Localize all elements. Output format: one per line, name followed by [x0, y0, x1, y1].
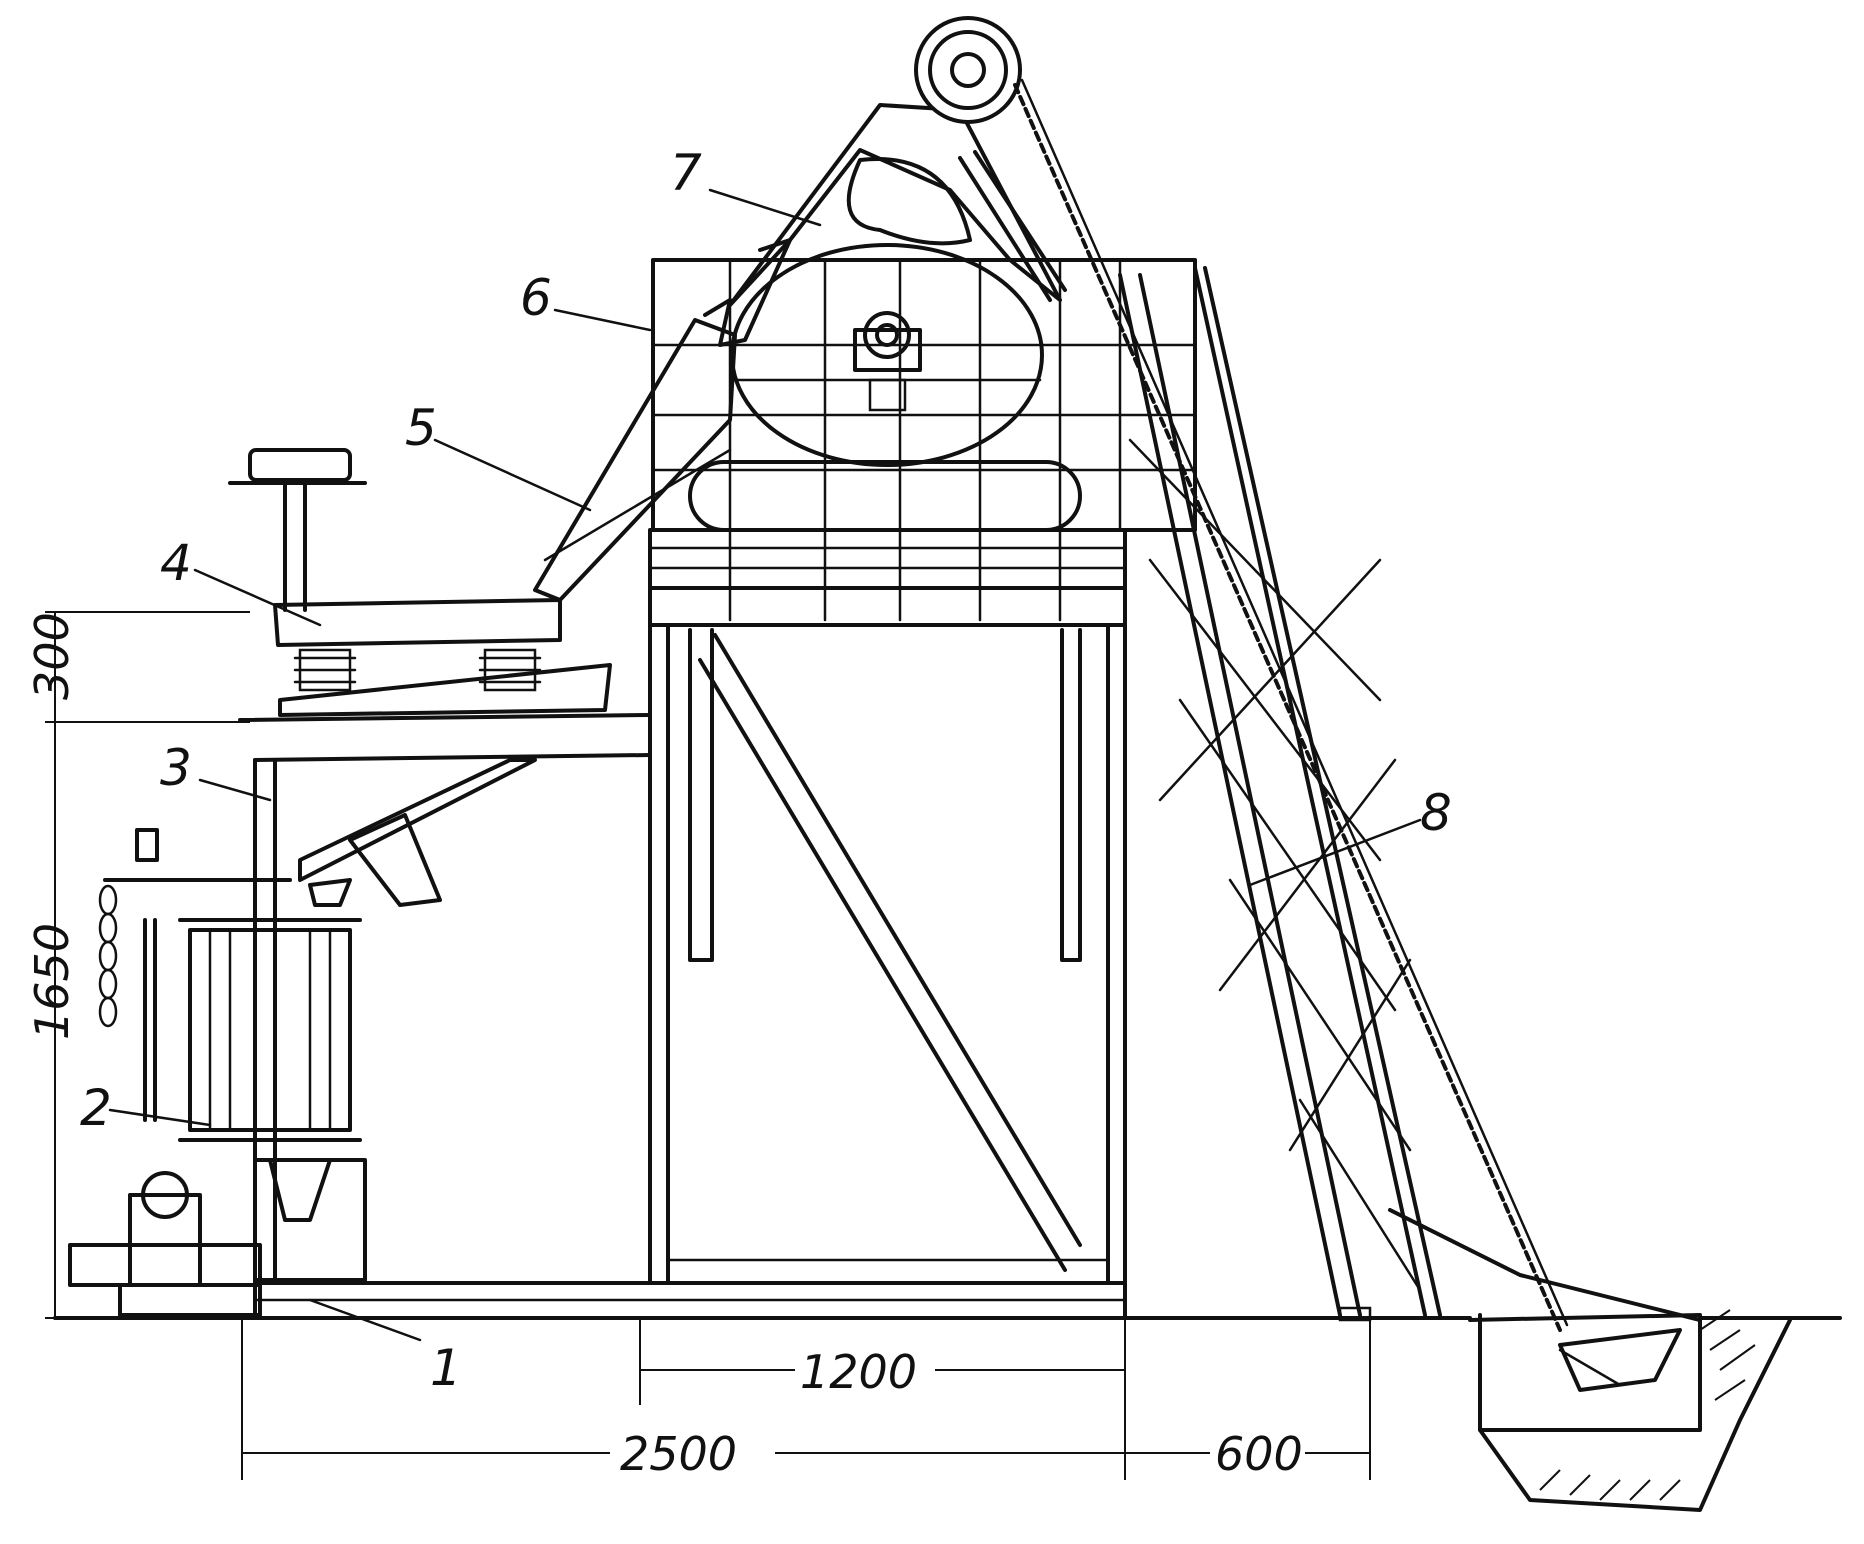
excavation-pit — [1388, 1208, 1792, 1512]
pulley-frame — [703, 16, 1067, 347]
vibrating-screen — [228, 448, 612, 717]
label-2: 2 — [80, 1079, 112, 1137]
label-1: 1 — [430, 1339, 462, 1397]
drum-housing — [651, 258, 1197, 622]
hopper-frame — [238, 713, 652, 1285]
dim-2500-label: 2500 — [620, 1427, 737, 1481]
label-8: 8 — [1420, 784, 1452, 842]
leader-lines — [108, 188, 1422, 1342]
dim-1650-label: 1650 — [25, 923, 79, 1040]
dim-1200-label: 1200 — [800, 1345, 917, 1399]
dim-300-label: 300 — [25, 612, 79, 700]
horizontal-dimensions — [241, 1318, 1371, 1480]
dim-600-label: 600 — [1215, 1427, 1303, 1481]
label-6: 6 — [520, 269, 552, 327]
chain-icon — [98, 884, 118, 1028]
vertical-dimensions — [45, 611, 250, 1319]
pump-unit — [68, 828, 367, 1317]
screen-springs — [293, 648, 542, 692]
boom-derrick — [1013, 78, 1569, 1332]
chute — [533, 318, 737, 602]
mixing-drum — [730, 243, 1044, 467]
base-frame — [253, 1281, 1127, 1320]
support-tower — [648, 528, 1127, 1285]
label-3: 3 — [160, 739, 192, 797]
label-7: 7 — [670, 144, 702, 202]
label-5: 5 — [405, 399, 437, 457]
label-4: 4 — [160, 534, 192, 592]
